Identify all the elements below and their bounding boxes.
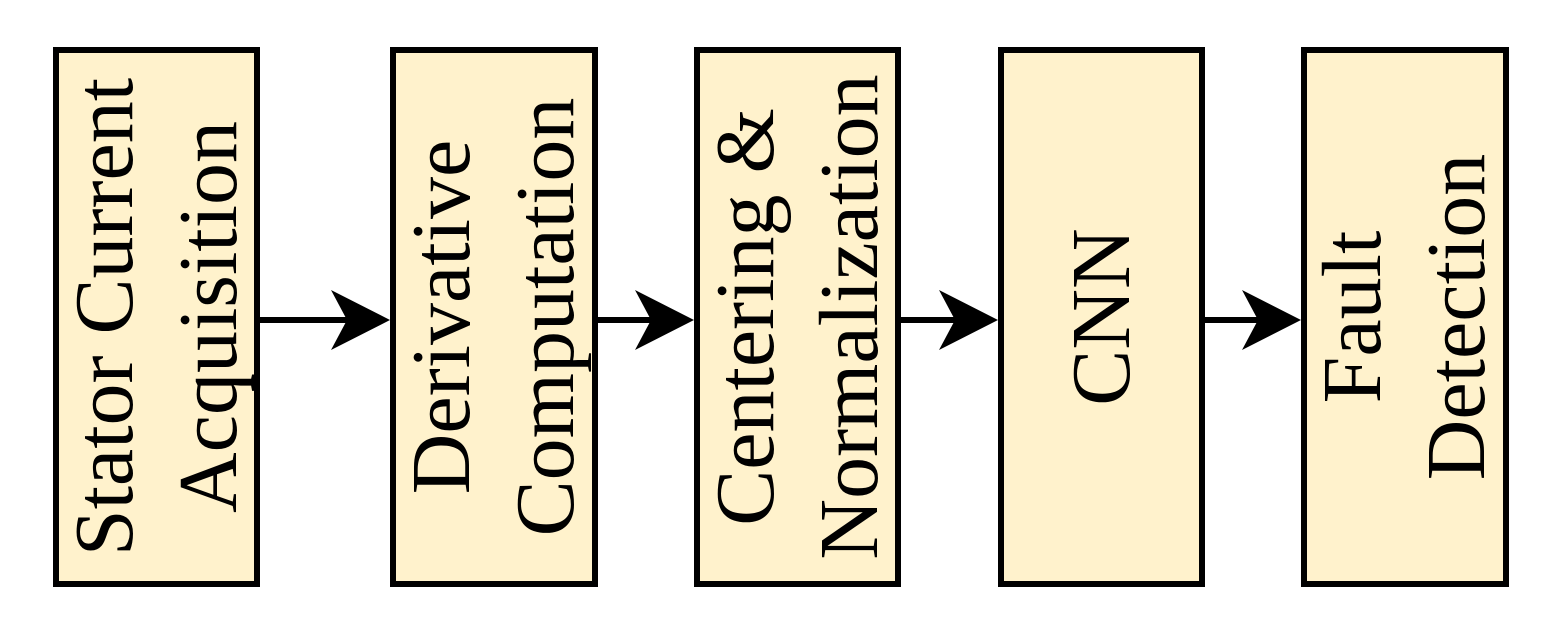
block-stator-current-acquisition: Stator Current Acquisition	[53, 47, 260, 587]
block-fault-detection: Fault Detection	[1301, 47, 1509, 587]
block-centering-normalization: Centering & Normalization	[694, 47, 901, 587]
arrow-1	[260, 290, 390, 350]
arrow-2	[598, 290, 694, 350]
arrow-4	[1205, 290, 1301, 350]
arrow-3	[901, 290, 998, 350]
block-cnn: CNN	[998, 47, 1205, 587]
block-derivative-computation: Derivative Computation	[390, 47, 598, 587]
